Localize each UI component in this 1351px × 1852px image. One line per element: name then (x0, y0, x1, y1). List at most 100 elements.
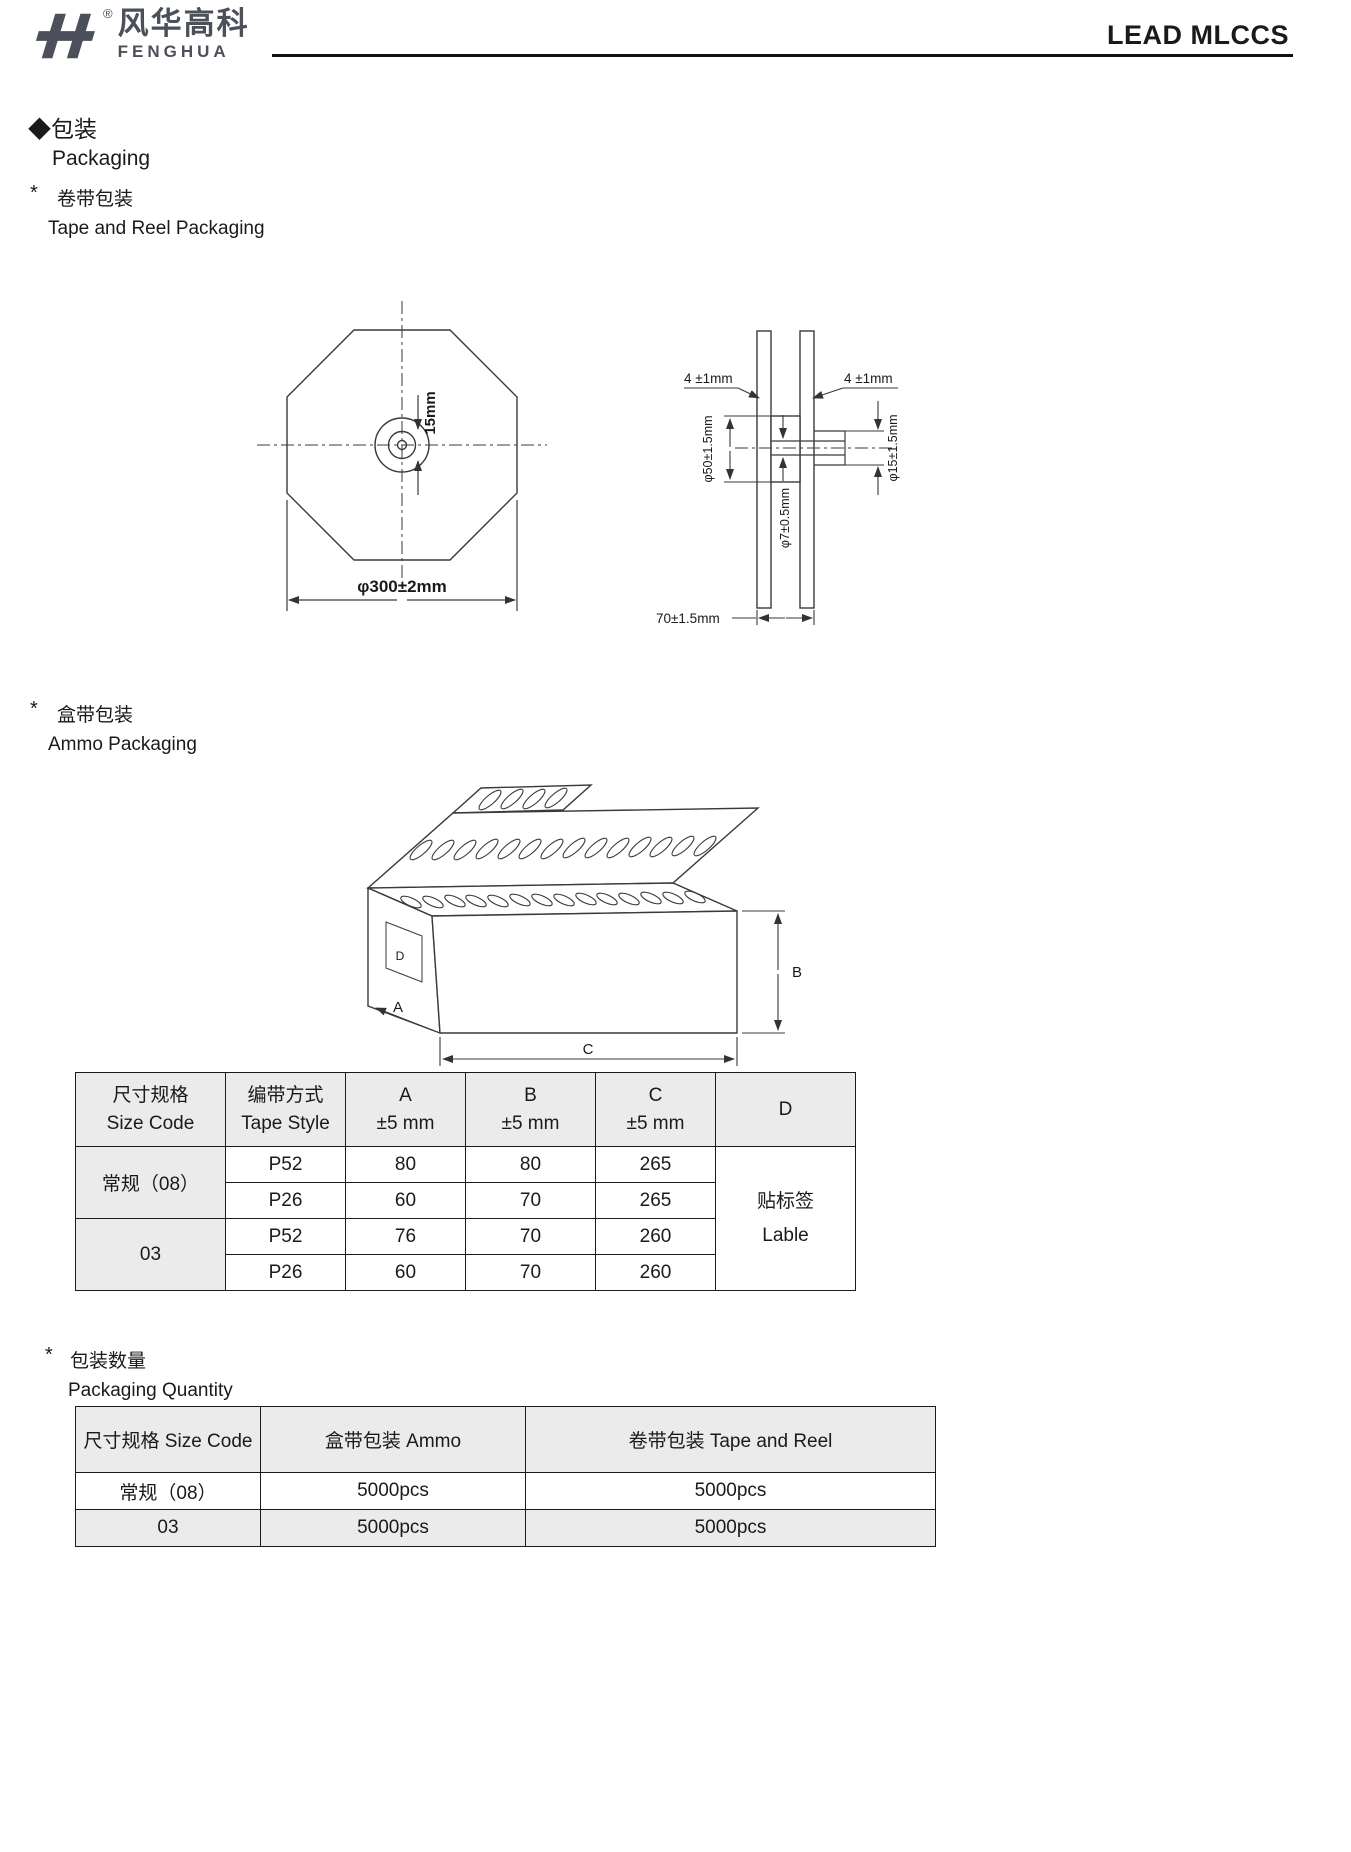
ammo-box-drawing: D B C A (366, 784, 802, 1066)
d-label-en: Lable (762, 1224, 809, 1246)
subsection-ammo-cn: 盒带包装 (57, 705, 134, 726)
size-code-header-cn: 尺寸规格 (112, 1084, 189, 1106)
dim-c-cell: 260 (595, 1254, 716, 1291)
dim-a-label: A (393, 999, 403, 1016)
dim-a-cell: 60 (345, 1182, 466, 1219)
reel-hub (770, 415, 801, 483)
tape-reel-qty-cell: 5000pcs (525, 1509, 936, 1547)
col-header-c: C ±5 mm (595, 1072, 716, 1147)
spindle-lines (771, 430, 846, 466)
reel-outer-dim-label: φ300±2mm (357, 577, 447, 596)
quantity-table-header-row: 尺寸规格 Size Code 盒带包装 Ammo 卷带包装 Tape and R… (75, 1406, 936, 1473)
dim-b-cell: 70 (465, 1218, 596, 1255)
table-row: P26 60 70 260 (76, 1254, 856, 1291)
subsection-tape-reel-en: Tape and Reel Packaging (48, 218, 265, 239)
table-row: 03 P52 76 70 260 (75, 1218, 856, 1291)
reel-side-drawing: 4 ±1mm 4 ±1mm φ50±1.5mm φ7±0.5mm (656, 330, 900, 626)
width-dim-label: 70±1.5mm (656, 611, 720, 626)
table-row: 03 5000pcs 5000pcs (75, 1509, 936, 1547)
document-title: LEAD MLCCS (1107, 20, 1289, 50)
subsection-ammo-en: Ammo Packaging (48, 734, 197, 755)
dim-c-cell: 265 (595, 1146, 716, 1183)
ammo-bullet: * (30, 698, 38, 720)
a-tolerance: ±5 mm (376, 1112, 435, 1134)
box-label-sticker (385, 921, 423, 983)
col-header-tape-reel: 卷带包装 Tape and Reel (525, 1406, 936, 1473)
size-code-cell: 常规（08） (75, 1472, 261, 1510)
reel-front-drawing: 15mm φ300±2mm (257, 301, 547, 611)
figure-reel-front-view: 15mm φ300±2mm (237, 295, 567, 635)
tape-style-cell: P52 (225, 1146, 346, 1183)
size-code-cell: 03 (75, 1218, 226, 1291)
b-header: B (524, 1084, 537, 1106)
size-code-cell: 03 (75, 1509, 261, 1547)
spindle-dim-label: φ15±1.5mm (886, 414, 900, 481)
col-header-size-code: 尺寸规格 Size Code (75, 1072, 226, 1147)
dim-c-cell: 265 (595, 1182, 716, 1219)
reel-flange-octagon (286, 329, 518, 561)
label-d-on-box: D (396, 949, 405, 963)
dim-a-cell: 76 (345, 1218, 466, 1255)
tape-reel-bullet: * (30, 182, 38, 204)
flange-right-dim-label: 4 ±1mm (844, 371, 893, 386)
fenghua-logo-icon (35, 13, 95, 59)
quantity-bullet: * (45, 1344, 53, 1366)
tape-style-header-en: Tape Style (241, 1112, 330, 1134)
col-header-b: B ±5 mm (465, 1072, 596, 1147)
figure-reel-side-view: 4 ±1mm 4 ±1mm φ50±1.5mm φ7±0.5mm (640, 298, 940, 638)
dimension-b (742, 910, 785, 1034)
ammo-packaging-table: 尺寸规格 Size Code 编带方式 Tape Style A ±5 mm B… (75, 1072, 856, 1291)
tape-reel-qty-cell: 5000pcs (525, 1472, 936, 1510)
dim-c-label: C (583, 1041, 594, 1058)
ammo-qty-cell: 5000pcs (260, 1472, 526, 1510)
left-flange (756, 330, 772, 609)
figure-ammo-box: D B C A (330, 770, 810, 1075)
box-front-face (431, 910, 738, 1034)
dimension-a (375, 1007, 433, 1031)
registered-trademark-icon: ® (103, 6, 113, 21)
dim-b-label: B (792, 964, 802, 981)
b-tolerance: ±5 mm (501, 1112, 560, 1134)
dim-b-cell: 70 (465, 1182, 596, 1219)
ammo-table-header-row: 尺寸规格 Size Code 编带方式 Tape Style A ±5 mm B… (75, 1072, 856, 1147)
fenghua-logo: ® 风华高科 FENGHUA (28, 6, 250, 66)
col-header-size-code: 尺寸规格 Size Code (75, 1406, 261, 1473)
reel-centerlines (257, 301, 547, 585)
hub-dim-label: φ50±1.5mm (701, 415, 715, 482)
ammo-qty-cell: 5000pcs (260, 1509, 526, 1547)
reel-hole-dim-label: 15mm (422, 391, 439, 434)
width-dimension (732, 610, 815, 625)
dim-a-cell: 60 (345, 1254, 466, 1291)
tape-style-cell: P26 (225, 1254, 346, 1291)
col-header-d: D (715, 1072, 856, 1147)
packaging-quantity-table: 尺寸规格 Size Code 盒带包装 Ammo 卷带包装 Tape and R… (75, 1406, 936, 1547)
a-header: A (399, 1084, 412, 1106)
flange-thickness-dimension-right (812, 387, 898, 399)
col-header-a: A ±5 mm (345, 1072, 466, 1147)
hole-dim-label: φ7±0.5mm (778, 488, 792, 548)
tape-style-cell: P52 (225, 1218, 346, 1255)
flange-left-dim-label: 4 ±1mm (684, 371, 733, 386)
d-label-cell: 贴标签 Lable (715, 1146, 856, 1291)
dim-b-cell: 70 (465, 1254, 596, 1291)
logo-english-name: FENGHUA (117, 42, 230, 61)
dim-a-cell: 80 (345, 1146, 466, 1183)
dimension-c (439, 1037, 738, 1066)
table-row: P26 60 70 265 (76, 1182, 856, 1219)
tape-style-header-cn: 编带方式 (247, 1084, 324, 1106)
c-header: C (648, 1084, 663, 1106)
header-rule (272, 54, 1293, 57)
subsection-tape-reel-cn: 卷带包装 (57, 189, 134, 210)
col-header-ammo: 盒带包装 Ammo (260, 1406, 526, 1473)
table-row: 常规（08） P52 80 80 265 贴标签 Lable (75, 1146, 856, 1291)
subsection-quantity-cn: 包装数量 (70, 1351, 147, 1372)
section-title-packaging-cn: ◆包装 (28, 116, 97, 142)
logo-chinese-name: 风华高科 (117, 6, 250, 41)
hub-diameter-dimension (724, 415, 771, 483)
tape-style-cell: P26 (225, 1182, 346, 1219)
dim-c-cell: 260 (595, 1218, 716, 1255)
subsection-quantity-en: Packaging Quantity (68, 1380, 233, 1401)
size-code-header-en: Size Code (106, 1112, 195, 1134)
box-open-lid (366, 807, 760, 889)
